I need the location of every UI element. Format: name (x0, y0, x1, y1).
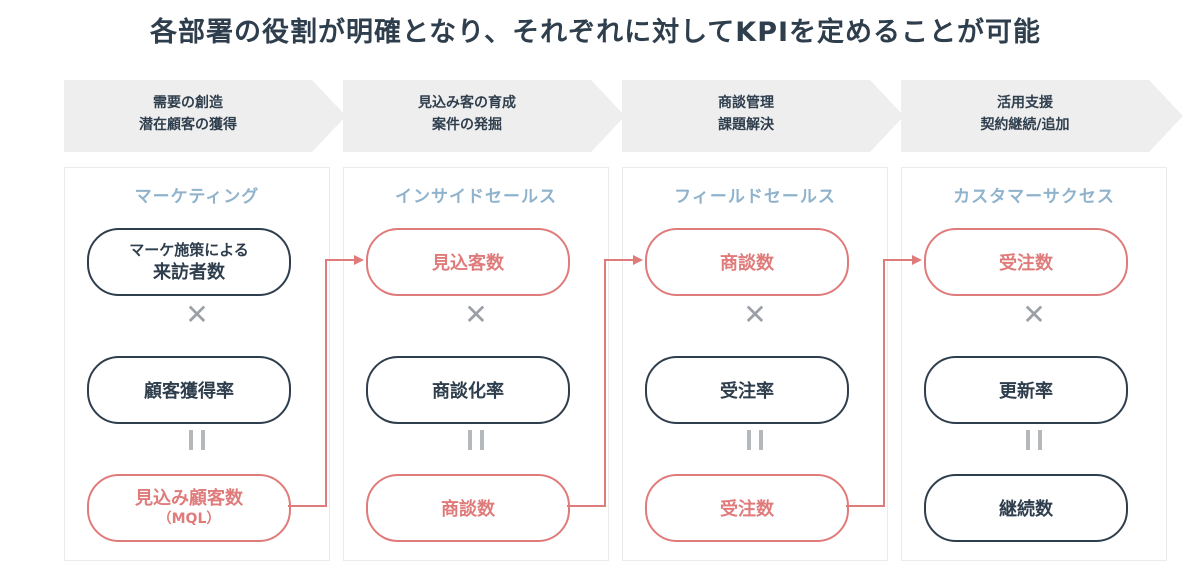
kpi-retained: 継続数 (924, 474, 1128, 542)
panel-title: フィールドセールス (674, 187, 836, 207)
chevron-shape (64, 80, 346, 152)
times-icon: ✕ (743, 298, 767, 331)
kpi-line1: マーケ施策による (129, 241, 249, 259)
times-icon: ✕ (1022, 298, 1046, 331)
kpi-renewal-rate: 更新率 (924, 356, 1128, 424)
panel-title: カスタマーサクセス (953, 187, 1115, 207)
arrow-marketing-to-inside-sales (288, 255, 364, 507)
stage-label-1: 需要の創造 潜在顧客の獲得 (64, 92, 312, 136)
times-icon: ✕ (185, 298, 209, 331)
arrow-field-to-customer-success (846, 255, 922, 507)
panel-field-sales: フィールドセールス 商談数 ✕ 受注率 受注数 (622, 167, 888, 561)
stage-line1: 商談管理 (718, 95, 774, 111)
times-icon: ✕ (464, 298, 488, 331)
chevron-shape (901, 80, 1183, 152)
kpi-line2: 来訪者数 (153, 262, 225, 283)
stage-chevron-4: 活用支援 契約継続/追加 (901, 80, 1189, 152)
kpi-acquisition-rate: 顧客獲得率 (87, 356, 291, 424)
kpi-visitors: マーケ施策による 来訪者数 (87, 228, 291, 296)
stage-line2: 課題解決 (718, 117, 774, 133)
chevron-shape (343, 80, 625, 152)
kpi-win-rate: 受注率 (645, 356, 849, 424)
kpi-opportunities: 商談数 (366, 474, 570, 542)
chevron-shape (622, 80, 904, 152)
panel-customer-success: カスタマーサクセス 受注数 ✕ 更新率 継続数 (901, 167, 1167, 561)
equals-icon (344, 430, 608, 454)
equals-icon (902, 430, 1166, 454)
stage-chevron-1: 需要の創造 潜在顧客の獲得 (64, 80, 352, 152)
kpi-opportunities: 商談数 (645, 228, 849, 296)
equals-icon (623, 430, 887, 454)
stage-line2: 潜在顧客の獲得 (139, 117, 237, 133)
panel-title: インサイドセールス (395, 187, 557, 207)
equals-icon (65, 430, 329, 454)
stage-label-3: 商談管理 課題解決 (622, 92, 870, 136)
stage-line1: 見込み客の育成 (418, 95, 516, 111)
kpi-orders: 受注数 (645, 474, 849, 542)
stage-line2: 契約継続/追加 (980, 117, 1070, 133)
kpi-line2: （MQL） (157, 511, 221, 527)
stage-line1: 活用支援 (997, 95, 1053, 111)
kpi-mql: 見込み顧客数 （MQL） (87, 474, 291, 542)
kpi-opportunity-rate: 商談化率 (366, 356, 570, 424)
kpi-line1: 見込み顧客数 (135, 488, 243, 509)
panel-title: マーケティング (134, 187, 260, 207)
stage-line1: 需要の創造 (153, 95, 223, 111)
stage-label-4: 活用支援 契約継続/追加 (901, 92, 1149, 136)
panel-inside-sales: インサイドセールス 見込客数 ✕ 商談化率 商談数 (343, 167, 609, 561)
stage-label-2: 見込み客の育成 案件の発掘 (343, 92, 591, 136)
kpi-leads: 見込客数 (366, 228, 570, 296)
stage-chevron-3: 商談管理 課題解決 (622, 80, 910, 152)
stage-line2: 案件の発掘 (432, 117, 502, 133)
kpi-orders: 受注数 (924, 228, 1128, 296)
page-title: 各部署の役割が明確となり、それぞれに対してKPIを定めることが可能 (149, 17, 1042, 48)
arrow-inside-to-field-sales (567, 255, 643, 507)
stage-chevron-2: 見込み客の育成 案件の発掘 (343, 80, 631, 152)
panel-marketing: マーケティング マーケ施策による 来訪者数 ✕ 顧客獲得率 見込み顧客数 （MQ… (64, 167, 330, 561)
